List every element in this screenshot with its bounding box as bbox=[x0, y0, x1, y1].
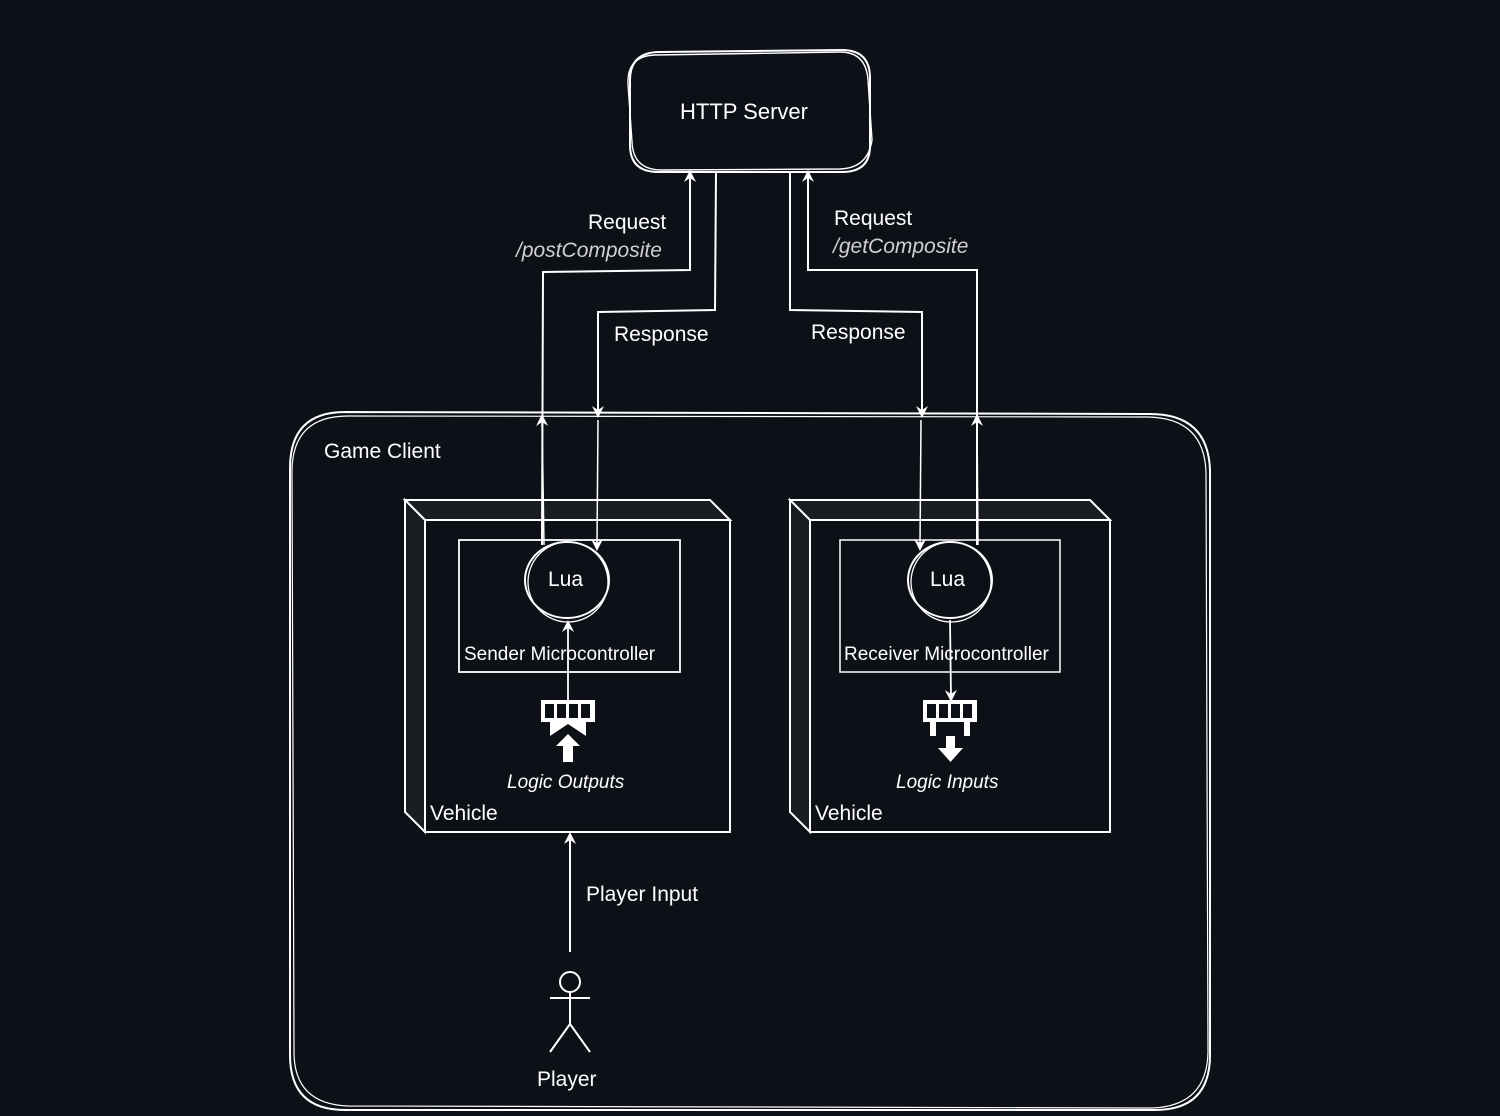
actor-icon[interactable] bbox=[549, 971, 591, 1053]
sender-lua-label: Lua bbox=[548, 568, 584, 591]
post-response-label: Response bbox=[614, 323, 709, 346]
edge-get-response[interactable] bbox=[789, 172, 928, 551]
http-server-node[interactable] bbox=[627, 48, 873, 173]
game-client-label: Game Client bbox=[324, 440, 441, 463]
get-response-label: Response bbox=[811, 321, 906, 344]
sender-vehicle-node[interactable] bbox=[402, 497, 733, 835]
receiver-microcontroller-label: Receiver Microcontroller bbox=[844, 644, 1049, 665]
logic-inputs-icon bbox=[923, 700, 977, 762]
post-request-label: Request bbox=[588, 211, 667, 234]
logic-outputs-icon bbox=[541, 700, 595, 762]
player-label: Player bbox=[537, 1068, 597, 1091]
receiver-vehicle-node[interactable] bbox=[787, 497, 1113, 835]
get-request-label: Request bbox=[834, 207, 913, 230]
receiver-lua-label: Lua bbox=[930, 568, 966, 591]
edge-post-request[interactable] bbox=[536, 170, 696, 546]
receiver-vehicle-label: Vehicle bbox=[815, 802, 883, 825]
logic-outputs-label: Logic Outputs bbox=[507, 772, 625, 793]
edge-lua-to-inputs[interactable] bbox=[944, 619, 957, 702]
sender-vehicle-label: Vehicle bbox=[430, 802, 498, 825]
edge-post-response[interactable] bbox=[591, 171, 717, 551]
post-request-path: /postComposite bbox=[516, 239, 662, 262]
sender-microcontroller[interactable] bbox=[458, 539, 681, 673]
player-input-label: Player Input bbox=[586, 883, 699, 906]
logic-inputs-label: Logic Inputs bbox=[896, 772, 999, 793]
game-client-boundary[interactable] bbox=[289, 410, 1211, 1111]
http-server-label: HTTP Server bbox=[680, 99, 808, 124]
sender-microcontroller-label: Sender Microcontroller bbox=[464, 644, 656, 665]
get-request-path: /getComposite bbox=[833, 235, 969, 258]
edge-get-request[interactable] bbox=[802, 170, 984, 546]
